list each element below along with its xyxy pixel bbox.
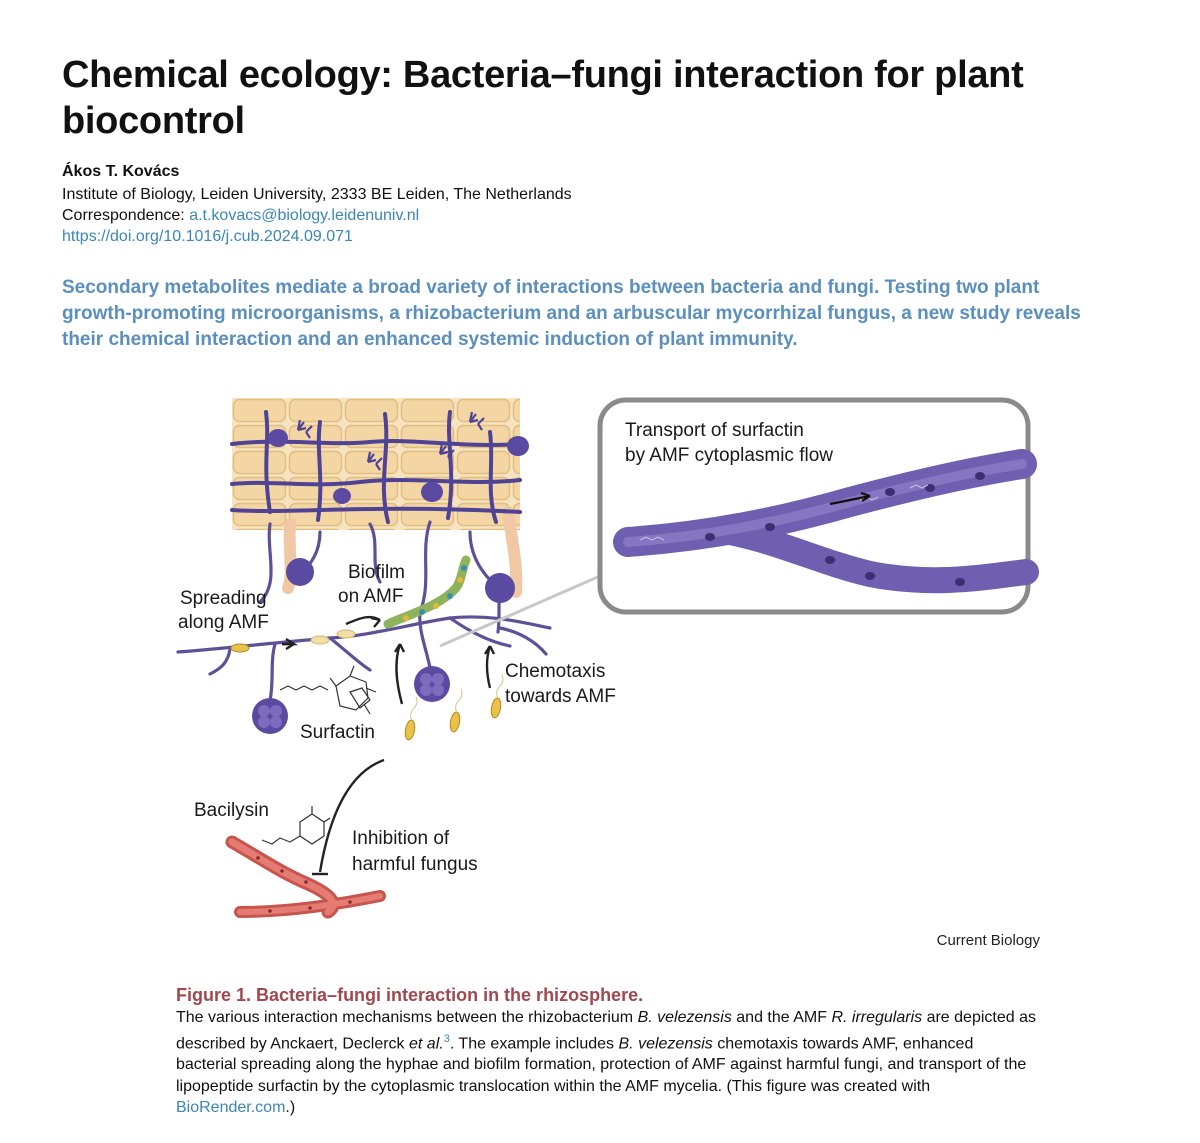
caption-text: are depicted as described by Anckaert, D… (176, 1009, 1036, 1052)
caption-etal: et al. (409, 1034, 444, 1052)
biofilm (383, 555, 471, 629)
caption-text: .) (285, 1099, 296, 1117)
email-link[interactable]: a.t.kovacs@biology.leidenuniv.nl (189, 207, 420, 224)
affiliation: Institute of Biology, Leiden University,… (62, 186, 572, 203)
caption-text: The various interaction mechanisms betwe… (176, 1009, 638, 1026)
figure-1: Transport of surfactin by AMF cytoplasmi… (170, 392, 1040, 962)
caption-species: B. velezensis (618, 1034, 713, 1052)
label-biofilm-line1: Biofilm (348, 562, 406, 583)
surfactin-structure (279, 665, 377, 715)
label-biofilm-line2: on AMF (338, 586, 404, 607)
biorender-link[interactable]: BioRender.com (176, 1099, 286, 1117)
label-inhibition-line1: Inhibition of (352, 828, 450, 849)
figure-title: Figure 1. Bacteria–fungi interaction in … (176, 985, 644, 1005)
label-inhibition-line2: harmful fungus (352, 854, 478, 875)
spores (252, 558, 515, 734)
bacilysin-structure (261, 806, 331, 845)
figure-credit: Current Biology (936, 932, 1040, 949)
label-transport-line2: by AMF cytoplasmic flow (625, 445, 833, 466)
article-title: Chemical ecology: Bacteria–fungi interac… (62, 54, 1024, 142)
label-transport-line1: Transport of surfactin (625, 420, 804, 441)
caption-text: chemotaxis towards AMF, enhanced bacteri… (176, 1034, 1027, 1095)
vesicles (268, 429, 529, 504)
arrows (282, 615, 496, 876)
inset-connector (439, 574, 601, 648)
figure-caption: The various interaction mechanisms betwe… (176, 1007, 1036, 1119)
caption-reference[interactable]: 3 (443, 1032, 450, 1045)
arbuscules (296, 411, 485, 471)
doi-link[interactable]: https://doi.org/10.1016/j.cub.2024.09.07… (62, 228, 353, 245)
label-chemotaxis-line1: Chemotaxis (505, 661, 606, 682)
chemotaxis-bacteria (404, 674, 504, 741)
spreading-bacteria (230, 629, 356, 653)
harmful-fungus (225, 835, 386, 919)
label-spreading-line1: Spreading (180, 588, 267, 609)
correspondence: Correspondence: a.t.kovacs@biology.leide… (62, 207, 419, 225)
caption-species: R. irregularis (831, 1009, 923, 1026)
label-chemotaxis-line2: towards AMF (505, 686, 616, 707)
transport-inset (597, 397, 1039, 615)
caption-text: and the AMF (731, 1009, 832, 1026)
label-surfactin: Surfactin (300, 722, 375, 743)
caption-text: . The example includes (449, 1034, 619, 1052)
author-name: Ákos T. Kovács (62, 163, 180, 180)
correspondence-label: Correspondence: (62, 207, 190, 224)
figure-illustration (176, 397, 1039, 919)
caption-species: B. velezensis (637, 1009, 732, 1026)
label-spreading-line2: along AMF (178, 612, 269, 633)
label-bacilysin: Bacilysin (194, 800, 269, 821)
abstract: Secondary metabolites mediate a broad va… (62, 277, 1081, 350)
